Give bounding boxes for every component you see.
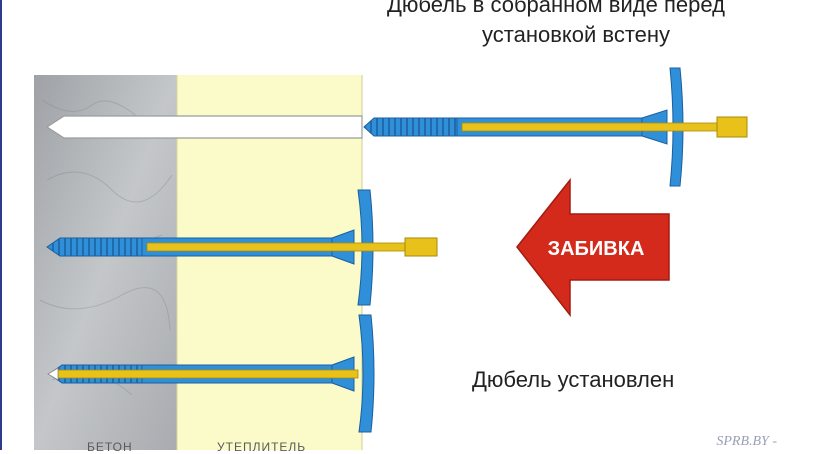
label-concrete: БЕТОН: [87, 440, 133, 454]
dowel-driving: [46, 189, 438, 306]
caption-assembled: Дюбель в собранном виде перед установкой…: [387, 0, 825, 50]
arrow-label: ЗАБИВКА: [548, 238, 645, 260]
dowel-installed: [47, 314, 375, 433]
label-insulation: УТЕПЛИТЕЛЬ: [217, 440, 307, 454]
caption-assembled-line2: установкой встену: [482, 22, 671, 47]
caption-assembled-line1: Дюбель в собранном виде перед: [387, 0, 725, 17]
drilled-hole: [45, 115, 363, 139]
caption-installed: Дюбель установлен: [472, 367, 675, 392]
drive-arrow: ЗАБИВКА: [516, 177, 670, 318]
dowel-assembled: [363, 67, 748, 187]
watermark: SPRB.BY -: [716, 434, 777, 449]
